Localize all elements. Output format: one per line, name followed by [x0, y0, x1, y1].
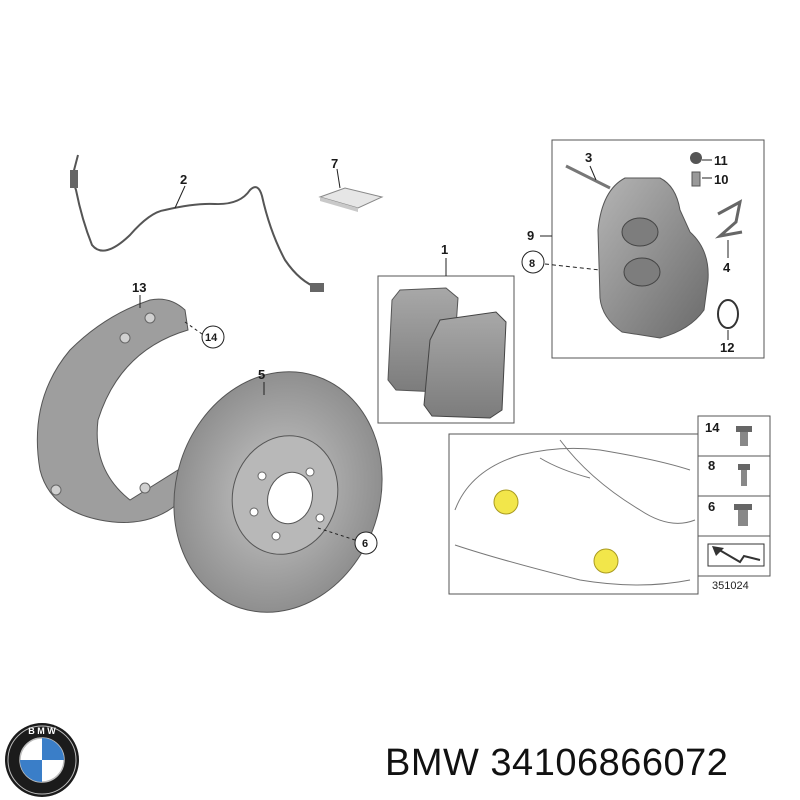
- callout-13: 13: [132, 280, 146, 295]
- callout-1: 1: [441, 242, 448, 257]
- car-location-view: [448, 433, 699, 595]
- callout-2: 2: [180, 172, 187, 187]
- caliper-group: 9 3 11 10 4 8 12: [521, 139, 765, 359]
- dust-shield: 13 14: [36, 280, 225, 523]
- callout-8: 8: [529, 258, 535, 270]
- brake-pads-group: 1: [377, 242, 515, 424]
- bmw-logo-letters: B M W: [28, 726, 56, 736]
- callout-14: 14: [205, 332, 218, 344]
- legend-row-14: 14: [705, 420, 720, 435]
- seal-ring: [717, 299, 739, 329]
- callout-6-circle: [354, 531, 378, 555]
- brake-disc: 5 6: [173, 367, 383, 613]
- brake-caliper: [597, 177, 709, 339]
- sensor-tip: [70, 170, 78, 188]
- callout-9: 9: [527, 228, 534, 243]
- brake-pad-front: [423, 311, 507, 419]
- sensor-plug: [310, 283, 324, 292]
- callout-6: 6: [362, 538, 368, 550]
- arrow-pointer-icon: [707, 543, 765, 567]
- legend-row-6: 6: [708, 499, 715, 514]
- bleeder-cap: [690, 152, 702, 164]
- wear-sensor-cable: 2: [70, 154, 324, 292]
- grease-packet: 7: [318, 156, 384, 212]
- callout-3: 3: [585, 150, 592, 165]
- callout-7: 7: [331, 156, 338, 171]
- fastener-legend: 14 8 6: [697, 415, 771, 577]
- bleeder-screw: [691, 171, 701, 187]
- highlight-front-right: [593, 548, 619, 574]
- callout-12: 12: [720, 340, 734, 355]
- spring-clip: [714, 199, 743, 239]
- callout-14-circle: [201, 325, 225, 349]
- diagram-reference-number: 351024: [712, 580, 749, 592]
- callout-10: 10: [714, 172, 728, 187]
- callout-11: 11: [714, 153, 728, 168]
- legend-row-8: 8: [708, 458, 715, 473]
- callout-4: 4: [723, 260, 731, 275]
- bmw-logo-icon: B M W: [5, 723, 79, 797]
- part-caption: BMW 34106866072: [385, 742, 729, 784]
- callout-8-circle: [521, 250, 545, 274]
- callout-5: 5: [258, 367, 265, 382]
- highlight-front-left: [493, 489, 519, 515]
